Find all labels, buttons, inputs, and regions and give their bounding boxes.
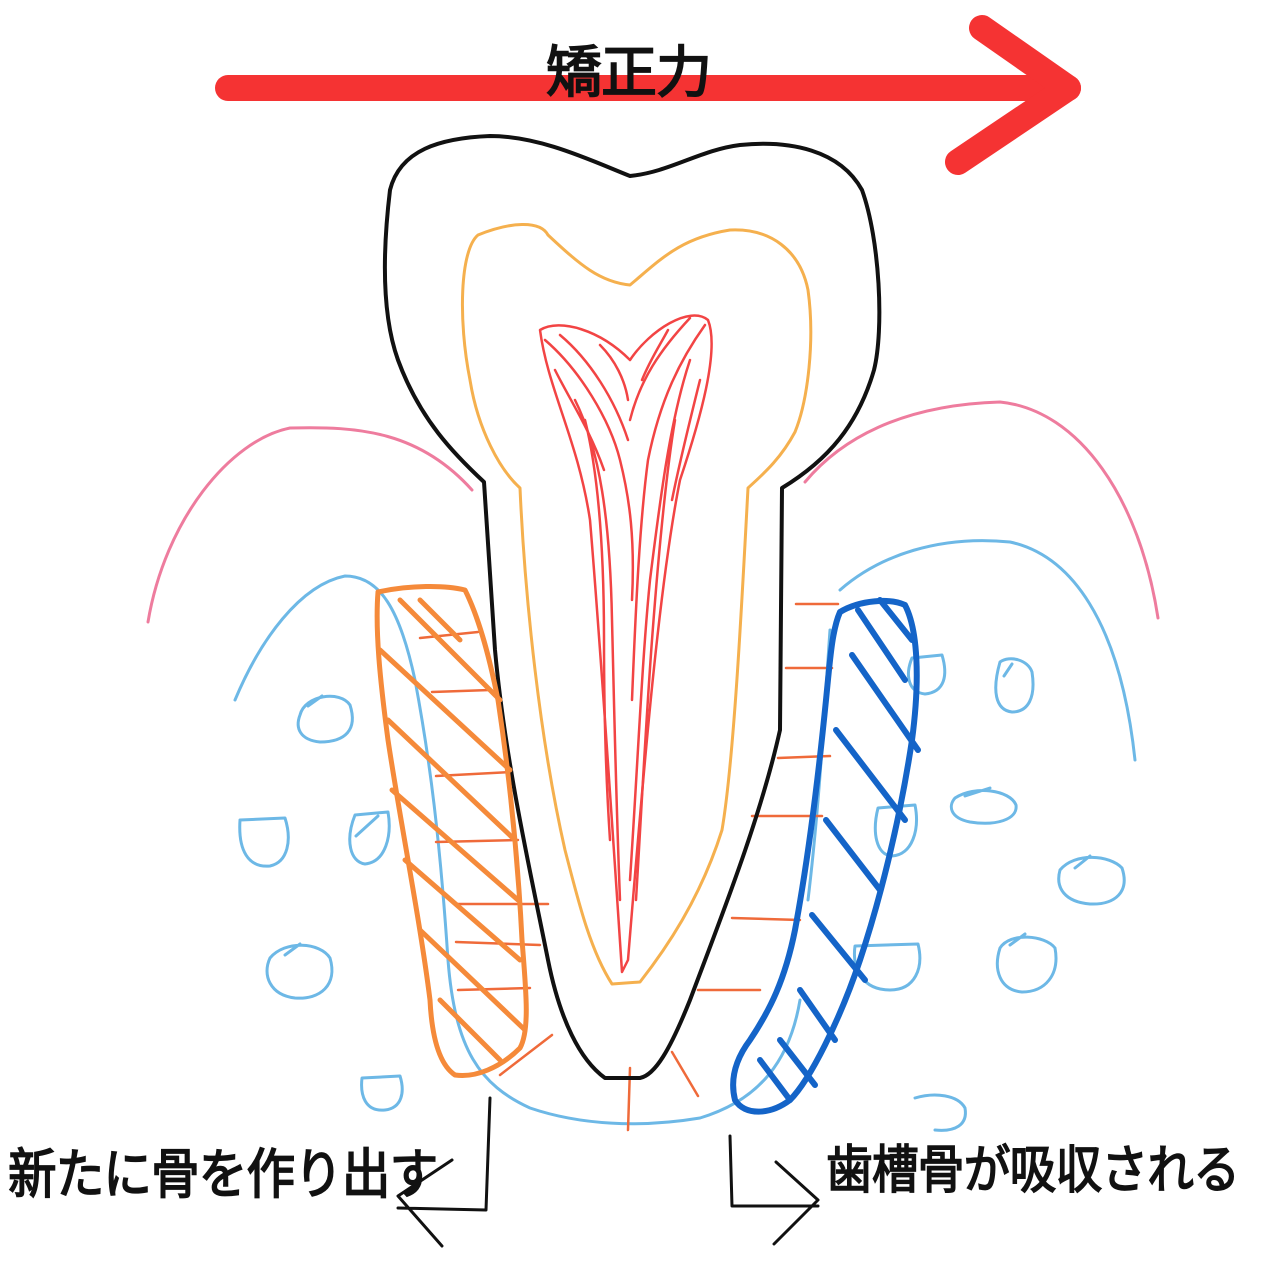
force-arrow-head	[945, 15, 1081, 175]
marrow-space	[913, 1093, 967, 1132]
pulp-fill	[543, 316, 707, 902]
gum-left	[146, 426, 474, 624]
bone-formation-zone	[374, 584, 529, 1079]
marrow-space	[995, 932, 1058, 994]
resorption-outline	[730, 598, 920, 1115]
ligament-fiber	[730, 916, 802, 922]
formation-hatch	[377, 597, 528, 1063]
bone-resorption-label: 歯槽骨が吸収される	[826, 1141, 1240, 1201]
marrow-space	[296, 694, 354, 744]
right-pointer-arrow-icon	[728, 1134, 820, 1246]
bone-resorption-zone	[730, 597, 921, 1115]
marrow-space	[907, 653, 947, 696]
marrow-space	[348, 810, 391, 866]
marrow-space	[360, 1074, 404, 1112]
pointer-arrows	[396, 1096, 820, 1248]
ligament-fiber	[670, 1050, 700, 1098]
ligament-fiber	[418, 630, 480, 640]
ligament-fiber	[430, 688, 492, 694]
dentin-outline	[460, 223, 813, 986]
force-label: 矯正力	[546, 41, 712, 106]
marrow-space	[994, 657, 1035, 714]
ligament-fiber	[498, 1033, 554, 1077]
formation-outline	[374, 584, 529, 1079]
left-pointer-arrow-icon	[396, 1096, 492, 1248]
gum-right	[803, 400, 1160, 620]
marrow-space	[949, 786, 1018, 825]
marrow-space	[265, 942, 334, 1000]
marrow-space	[1057, 854, 1126, 906]
tooth-outline	[382, 134, 882, 1080]
alveolar-bone	[233, 539, 1137, 1132]
ligament-fiber	[456, 986, 532, 992]
resorption-hatch	[757, 597, 921, 1103]
bone-right-crest	[838, 539, 1137, 762]
new-bone-formation-label: 新たに骨を作り出す	[8, 1143, 438, 1206]
pulp-outline	[538, 314, 713, 974]
right-arrow-icon	[215, 15, 1081, 175]
gum-lines	[146, 400, 1160, 624]
marrow-space	[238, 816, 290, 868]
pulp	[538, 314, 713, 974]
